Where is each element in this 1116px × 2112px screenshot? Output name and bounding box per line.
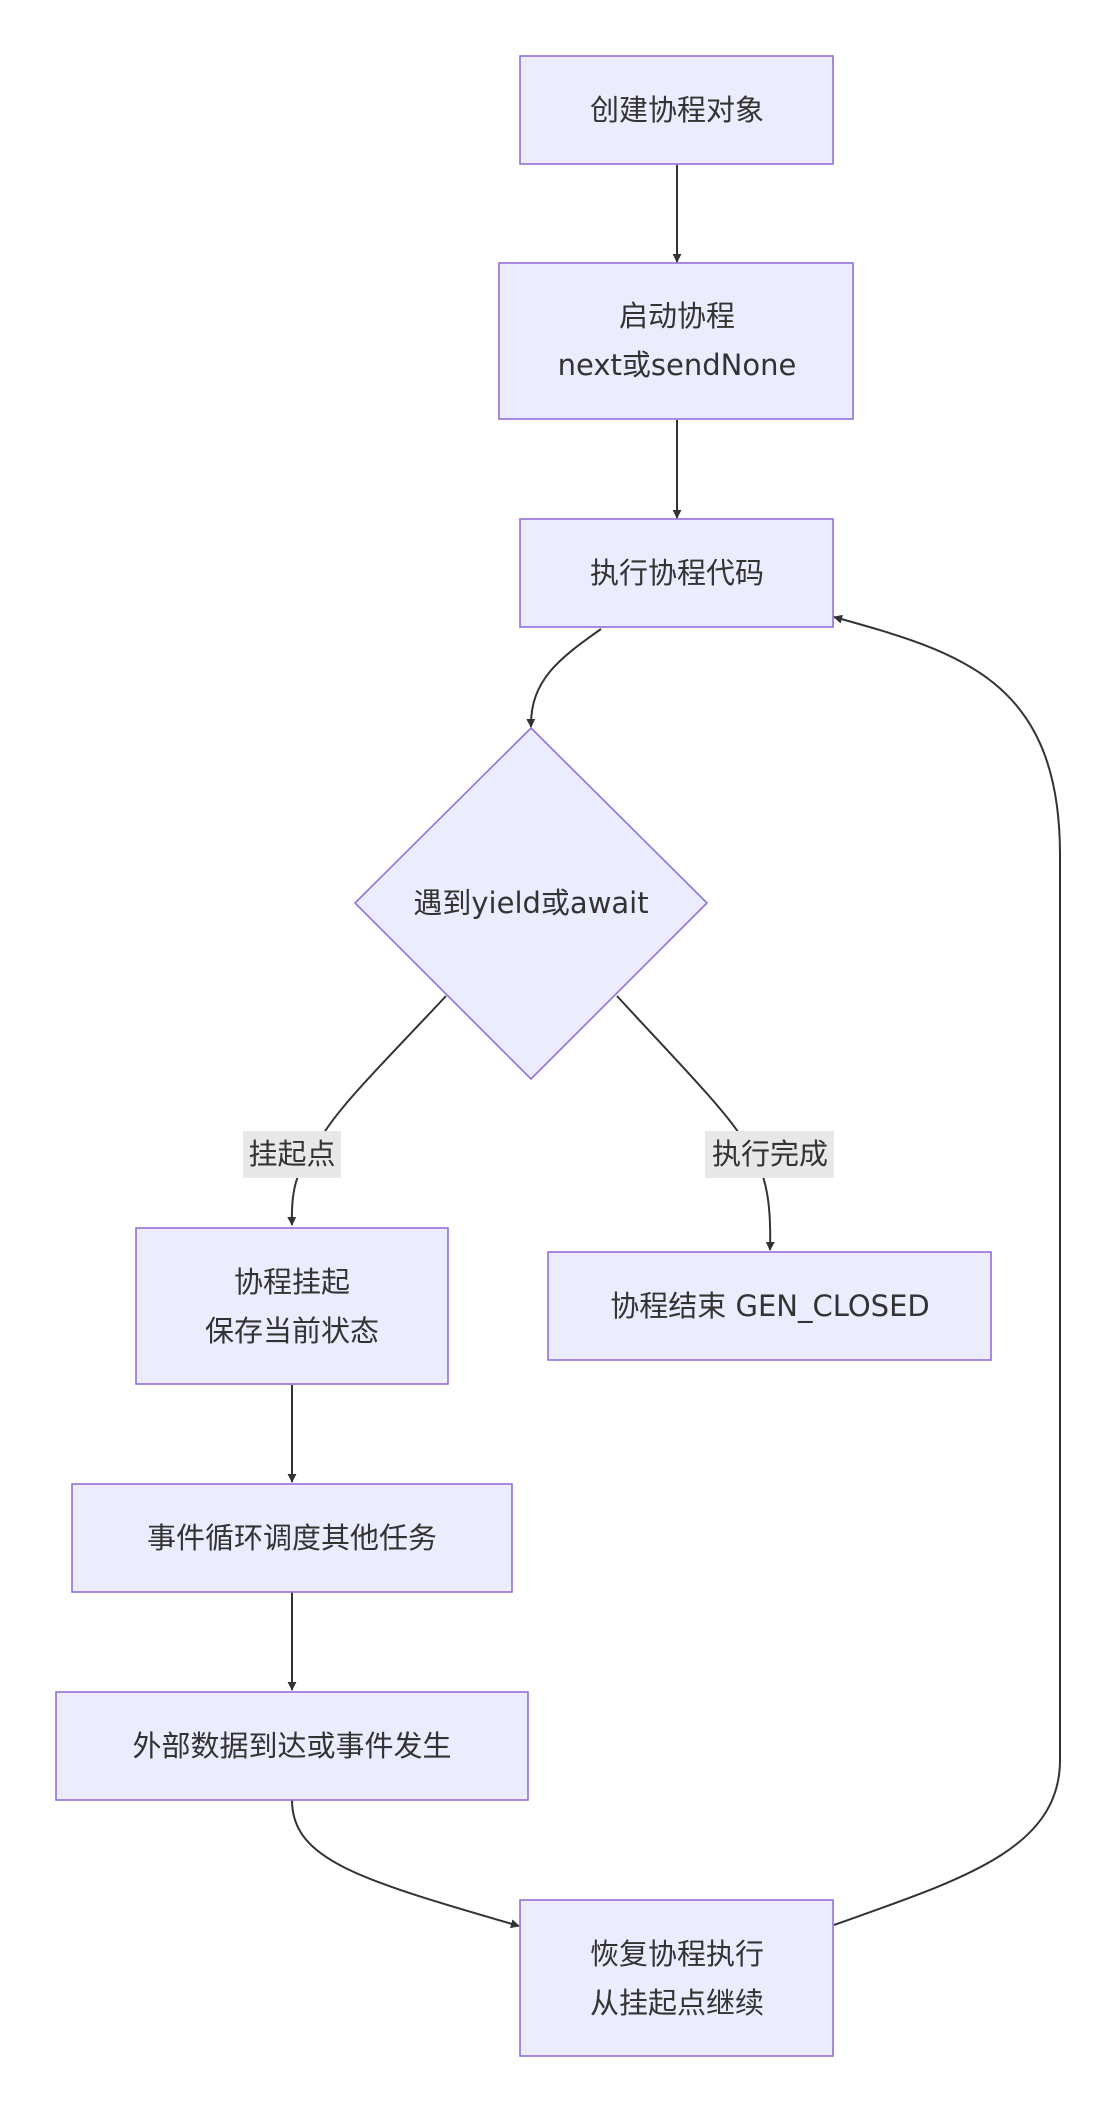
decision-diamond — [353, 726, 709, 1081]
node-box — [71, 1483, 513, 1593]
node-coroutine-closed: 协程结束 GEN_CLOSED — [547, 1251, 992, 1361]
node-text-line-2: next或sendNone — [558, 348, 797, 382]
node-text: 执行协程代码 — [590, 556, 764, 590]
edge-execute-to-decision — [526, 628, 602, 728]
node-text: 外部数据到达或事件发生 — [132, 1729, 451, 1763]
node-start-coroutine: 启动协程 next或sendNone — [498, 262, 854, 420]
node-event-loop-schedule: 事件循环调度其他任务 — [71, 1483, 513, 1593]
edge-external-to-resume — [291, 1799, 520, 1929]
edge-resume-to-execute — [833, 614, 1061, 1926]
node-box — [519, 55, 834, 165]
node-create-coroutine: 创建协程对象 — [519, 55, 834, 165]
edge-decision-to-suspend — [287, 995, 447, 1226]
node-box — [55, 1691, 529, 1801]
edge-decision-to-finish — [616, 995, 775, 1251]
node-decision-yield-await: 遇到yield或await — [353, 726, 709, 1081]
edge-label-bg — [243, 1131, 341, 1178]
node-text: 创建协程对象 — [590, 93, 764, 127]
node-box — [547, 1251, 992, 1361]
node-text-line-2: 保存当前状态 — [205, 1314, 379, 1348]
edge-label-completed: 执行完成 — [705, 1131, 834, 1178]
edges — [287, 165, 1061, 1929]
node-text-line-1: 协程挂起 — [234, 1265, 350, 1299]
edge-label-text: 挂起点 — [248, 1137, 335, 1171]
node-text-line-1: 恢复协程执行 — [590, 1937, 764, 1971]
edge-label-bg — [705, 1131, 834, 1178]
node-coroutine-suspended: 协程挂起 保存当前状态 — [135, 1227, 449, 1385]
node-text: 遇到yield或await — [413, 886, 648, 920]
node-text-line-1: 启动协程 — [619, 299, 735, 333]
node-resume-coroutine: 恢复协程执行 从挂起点继续 — [519, 1899, 834, 2057]
edge-label-text: 执行完成 — [712, 1137, 828, 1171]
edge-label-suspend-point: 挂起点 — [243, 1131, 341, 1178]
node-execute-code: 执行协程代码 — [519, 518, 834, 628]
node-text: 协程结束 GEN_CLOSED — [610, 1289, 929, 1323]
node-text-line-2: 从挂起点继续 — [590, 1986, 764, 2020]
node-box — [519, 1899, 834, 2057]
node-box — [135, 1227, 449, 1385]
node-box — [519, 518, 834, 628]
node-text: 事件循环调度其他任务 — [147, 1521, 437, 1555]
node-box — [498, 262, 854, 420]
node-external-event: 外部数据到达或事件发生 — [55, 1691, 529, 1801]
